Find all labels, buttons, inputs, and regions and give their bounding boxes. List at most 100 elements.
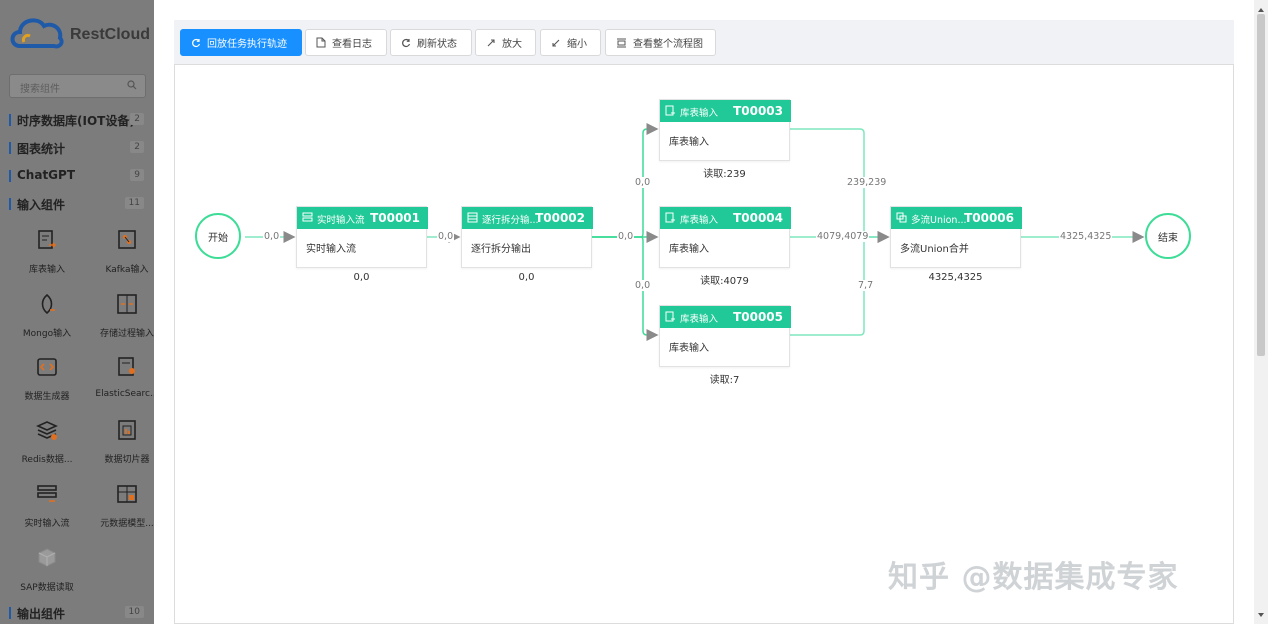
category-count: 2 — [130, 141, 144, 153]
component-name: 数据切片器 — [104, 455, 150, 465]
zoom-in-button[interactable]: 放大 — [475, 29, 536, 56]
node-id: T00003 — [733, 104, 783, 118]
node-title: 多流Union... — [911, 215, 967, 226]
component-name: 实时输入流 — [24, 519, 70, 529]
replay-label: 回放任务执行轨迹 — [207, 39, 287, 50]
document-icon — [316, 37, 326, 48]
category-count: 11 — [124, 197, 144, 209]
node-body: 实时输入流 — [306, 244, 356, 255]
category-label: ChatGPT — [17, 168, 76, 182]
component-metadata-model[interactable]: 元数据模型... — [92, 482, 154, 529]
table-input-icon — [665, 212, 675, 223]
vertical-scrollbar[interactable] — [1254, 0, 1268, 624]
end-label: 结束 — [1158, 232, 1178, 244]
node-caption: 读取:7 — [709, 375, 740, 386]
start-node[interactable]: 开始 — [195, 213, 241, 259]
edge-label: 0,0 — [634, 177, 652, 188]
component-sap-reader[interactable]: SAP数据读取 — [12, 546, 82, 593]
node-header: 库表输入 T00003 — [660, 100, 791, 122]
component-table-input[interactable]: 库表输入 — [12, 228, 82, 275]
component-name: Kafka输入 — [105, 265, 149, 275]
task-node-t00003[interactable]: 库表输入 T00003 库表输入 — [659, 99, 791, 161]
fit-label: 查看整个流程图 — [633, 39, 703, 50]
node-body: 多流Union合并 — [900, 244, 969, 255]
stored-procedure-icon — [117, 294, 137, 314]
node-body: 库表输入 — [669, 137, 709, 148]
refresh-icon — [402, 38, 411, 47]
component-name: SAP数据读取 — [20, 583, 74, 593]
component-kafka-input[interactable]: Kafka输入 — [92, 228, 154, 275]
scroll-up-arrow-icon[interactable] — [1254, 5, 1268, 15]
realtime-stream-icon — [37, 485, 57, 502]
end-node[interactable]: 结束 — [1145, 213, 1191, 259]
start-label: 开始 — [208, 232, 228, 244]
node-title: 库表输入 — [680, 215, 719, 226]
node-body: 库表输入 — [669, 343, 709, 354]
component-name: ElasticSearc... — [95, 389, 154, 399]
category-label: 图表统计 — [17, 142, 66, 156]
component-data-slicer[interactable]: 数据切片器 — [92, 418, 154, 465]
task-node-t00001[interactable]: 实时输入流 T00001 实时输入流 — [296, 206, 428, 268]
edge-label: 7,7 — [857, 280, 875, 291]
task-node-t00006[interactable]: 多流Union... T00006 多流Union合并 — [890, 206, 1022, 268]
node-header: 多流Union... T00006 — [891, 207, 1022, 229]
brand-name: RestCloud — [70, 26, 150, 43]
search-placeholder: 搜索组件 — [20, 84, 60, 95]
component-name: 库表输入 — [28, 265, 65, 275]
component-data-generator[interactable]: 数据生成器 — [12, 355, 82, 402]
category-iot-database[interactable]: 时序数据库(IOT设备) 2 — [9, 112, 144, 128]
edge-label: 4325,4325 — [1059, 231, 1113, 242]
refresh-icon — [192, 38, 201, 47]
component-name: 元数据模型... — [100, 519, 154, 529]
task-node-t00002[interactable]: 逐行拆分输... T00002 逐行拆分输出 — [461, 206, 593, 268]
category-chatgpt[interactable]: ChatGPT 9 — [9, 168, 144, 184]
category-chart-statistics[interactable]: 图表统计 2 — [9, 140, 144, 156]
node-id: T00001 — [370, 211, 420, 225]
component-stored-procedure-input[interactable]: 存储过程输入 — [92, 292, 154, 339]
shrink-icon — [552, 39, 560, 47]
replay-trace-button[interactable]: 回放任务执行轨迹 — [180, 29, 302, 56]
category-output-components[interactable]: 输出组件 10 — [9, 605, 144, 621]
edge-label: 4079,4079 — [816, 231, 870, 242]
view-full-flow-button[interactable]: 查看整个流程图 — [605, 29, 716, 56]
refresh-status-button[interactable]: 刷新状态 — [390, 29, 472, 56]
node-title: 库表输入 — [680, 314, 719, 325]
component-mongo-input[interactable]: Mongo输入 — [12, 292, 82, 339]
component-elasticsearch[interactable]: ElasticSearc... — [92, 355, 154, 399]
category-input-components[interactable]: 输入组件 11 — [9, 196, 144, 212]
split-rows-icon — [467, 212, 478, 223]
edge-label: 0,0 — [634, 280, 652, 291]
cloud-logo-icon — [10, 18, 64, 49]
task-node-t00004[interactable]: 库表输入 T00004 库表输入 — [659, 206, 791, 268]
zoom-out-button[interactable]: 缩小 — [540, 29, 601, 56]
node-id: T00002 — [535, 211, 585, 225]
category-marker — [9, 142, 11, 154]
node-caption: 0,0 — [353, 272, 370, 283]
logs-label: 查看日志 — [332, 39, 372, 50]
node-header: 逐行拆分输... T00002 — [462, 207, 593, 229]
scroll-down-arrow-icon[interactable] — [1254, 610, 1268, 620]
view-logs-button[interactable]: 查看日志 — [305, 29, 387, 56]
category-label: 输入组件 — [17, 198, 66, 212]
redis-stack-icon — [36, 421, 58, 440]
component-search-input[interactable]: 搜索组件 — [9, 74, 146, 98]
edge-label: 0,0 — [263, 231, 281, 242]
category-marker — [9, 607, 11, 619]
node-id: T00004 — [733, 211, 783, 225]
node-id: T00006 — [964, 211, 1014, 225]
node-header: 库表输入 T00004 — [660, 207, 791, 229]
realtime-stream-icon — [302, 212, 313, 222]
component-realtime-stream[interactable]: 实时输入流 — [12, 482, 82, 529]
node-title: 库表输入 — [680, 108, 719, 119]
scrollbar-thumb[interactable] — [1257, 14, 1265, 356]
watermark: 知乎 @数据集成专家 — [888, 560, 1179, 595]
zoom-in-label: 放大 — [502, 39, 522, 50]
component-name: 数据生成器 — [24, 392, 70, 402]
table-input-icon — [665, 105, 675, 116]
search-icon[interactable] — [127, 80, 137, 90]
fit-view-icon — [617, 38, 626, 47]
node-caption: 读取:239 — [703, 169, 746, 180]
task-node-t00005[interactable]: 库表输入 T00005 库表输入 — [659, 305, 791, 367]
node-id: T00005 — [733, 310, 783, 324]
component-redis-data[interactable]: Redis数据... — [12, 418, 82, 465]
